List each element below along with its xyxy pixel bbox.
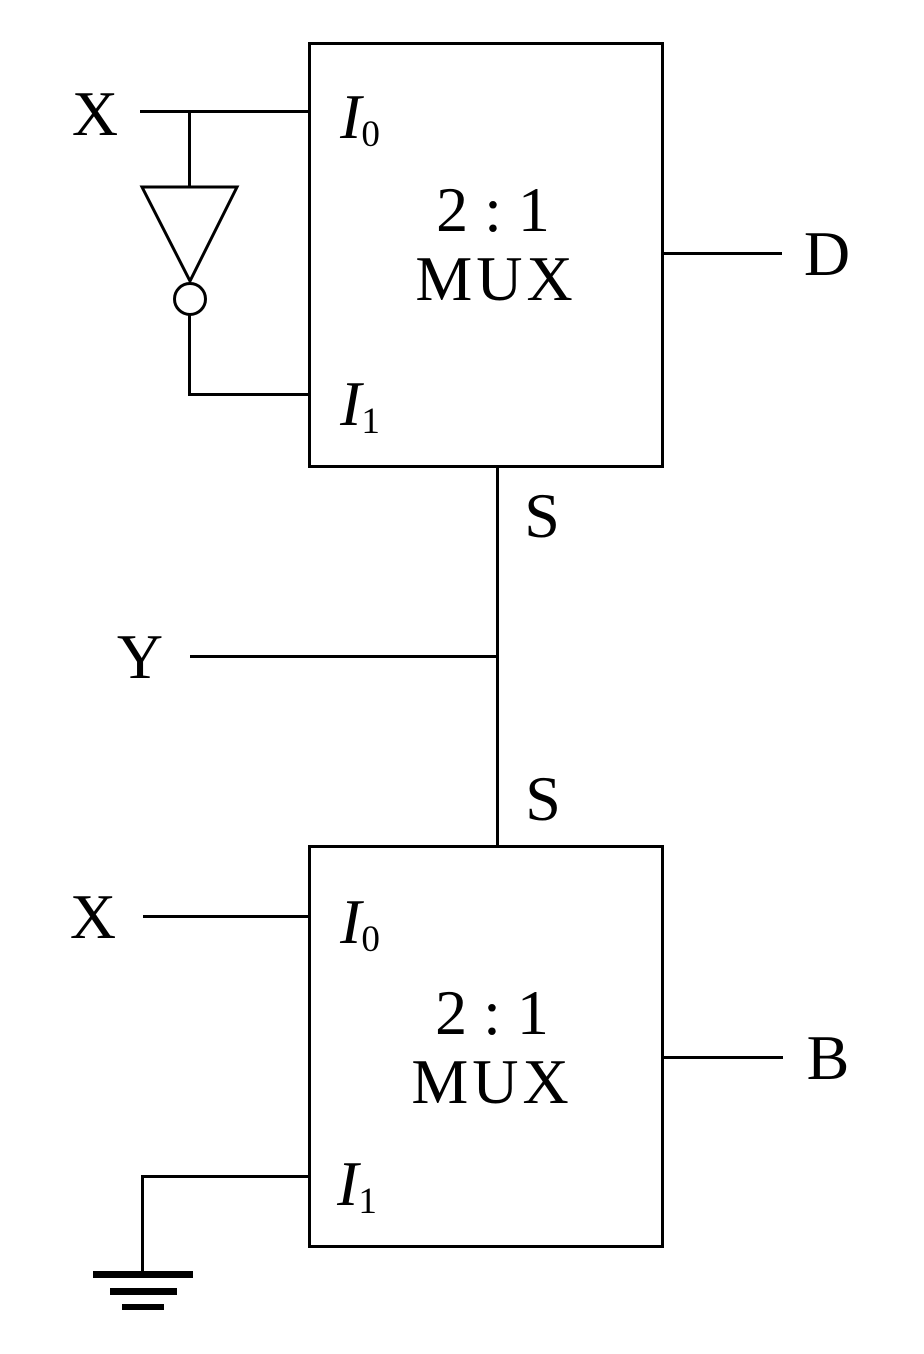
wire-ground-vertical (141, 1175, 144, 1275)
mux-top-i1-sub: 1 (361, 401, 380, 443)
mux-top-i1-base: I (340, 368, 362, 439)
mux-top-input-i1: I1 (340, 372, 380, 441)
wire-x-bottom-to-i0 (143, 915, 308, 918)
mux-bottom-i0-base: I (340, 886, 362, 957)
signal-label-x-bottom: X (69, 881, 117, 952)
mux-bottom-name-label: MUX (411, 1046, 573, 1117)
mux-bottom-ratio-label: 2 : 1 (435, 977, 549, 1048)
signal-label-x-top: X (71, 78, 119, 149)
ground-bar-middle (110, 1288, 177, 1295)
output-label-d: D (803, 218, 851, 289)
wire-x-top-to-i0 (140, 110, 308, 113)
ground-bar-top (93, 1271, 193, 1278)
not-gate-triangle (139, 185, 240, 285)
wire-output-d (662, 252, 782, 255)
mux-bottom-box (308, 845, 664, 1248)
mux-top-box (308, 42, 664, 468)
mux-top-i0-base: I (340, 81, 362, 152)
mux-bottom-input-i1: I1 (337, 1152, 377, 1221)
mux-bottom-i1-sub: 1 (358, 1181, 377, 1223)
wire-output-b (663, 1056, 783, 1059)
wire-x-branch-to-inverter (188, 110, 191, 187)
wire-y-to-select (190, 655, 498, 658)
mux-top-input-i0: I0 (340, 85, 380, 154)
wire-inverter-to-i1-vertical (188, 314, 191, 396)
wire-ground-to-i1 (143, 1175, 308, 1178)
mux-bottom-i0-sub: 0 (361, 919, 380, 961)
select-label-s-bottom: S (525, 763, 561, 834)
ground-bar-bottom (122, 1304, 164, 1310)
mux-top-ratio-label: 2 : 1 (436, 174, 550, 245)
not-gate-icon (139, 185, 240, 316)
mux-top-name-label: MUX (415, 243, 577, 314)
signal-label-y: Y (116, 621, 164, 692)
output-label-b: B (806, 1022, 850, 1093)
inversion-bubble (173, 282, 207, 316)
mux-top-i0-sub: 0 (361, 114, 380, 156)
mux-bottom-i1-base: I (337, 1148, 359, 1219)
select-label-s-top: S (524, 480, 560, 551)
wire-inverter-to-i1-horizontal (188, 393, 308, 396)
mux-bottom-input-i0: I0 (340, 890, 380, 959)
